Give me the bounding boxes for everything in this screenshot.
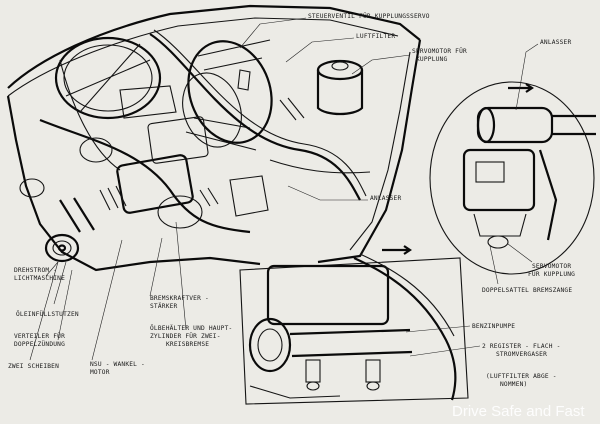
carburetor-detail-drawing	[239, 245, 469, 405]
label-nsu-2: MOTOR	[90, 369, 110, 376]
label-servomotor-r-2: FÜR KUPPLUNG	[528, 269, 575, 278]
label-drehstrom-2: LICHTMASCHINE	[14, 275, 65, 282]
label-zwei-scheiben: ZWEI SCHEIBEN	[8, 363, 59, 370]
label-servomotor-top-2: KUPPLUNG	[416, 56, 447, 63]
label-steuerventil: STEUERVENTIL FÜR KUPPLUNGSSERVO	[308, 11, 430, 20]
leader-lines	[29, 17, 539, 361]
label-anlasser-top: ANLASSER	[540, 39, 571, 46]
label-luftfilter: LUFTFILTER	[356, 33, 395, 40]
label-benzinpumpe: BENZINPUMPE	[472, 323, 515, 330]
label-anlasser-mid: ANLASSER	[370, 195, 401, 202]
label-bremskraft-2: STÄRKER	[150, 301, 178, 310]
label-verteiler-2: DOPPELZÜNDUNG	[14, 339, 65, 348]
main-engine-bay-drawing	[6, 4, 422, 272]
label-servomotor-top-1: SERVOMOTOR FÜR	[412, 46, 467, 55]
label-oelbehaelter-3: KREISBREMSE	[166, 341, 209, 348]
label-luftfilter-abg-1: (LUFTFILTER ABGE -	[486, 373, 557, 380]
starter-detail-drawing	[429, 81, 596, 275]
label-servomotor-r-1: SERVOMOTOR	[532, 263, 571, 270]
label-verteiler-1: VERTEILER FÜR	[14, 331, 65, 340]
label-nsu-1: NSU - WANKEL -	[90, 361, 145, 368]
label-register-1: 2 REGISTER - FLACH -	[482, 343, 561, 350]
label-oelfuell: ÖLEINFÜLLSTUTZEN	[16, 309, 79, 318]
label-drehstrom-1: DREHSTROM -	[14, 267, 57, 274]
label-register-2: STROMVERGASER	[496, 351, 547, 358]
label-oelbehaelter-2: ZYLINDER FÜR ZWEI-	[150, 331, 221, 340]
label-luftfilter-abg-2: NOMMEN)	[500, 381, 527, 388]
label-oelbehaelter-1: ÖLBEHÄLTER UND HAUPT-	[150, 323, 232, 332]
watermark-text: Drive Safe and Fast	[452, 403, 585, 420]
label-doppelsattel: DOPPELSATTEL BREMSZANGE	[482, 287, 572, 294]
annotation-labels: STEUERVENTIL FÜR KUPPLUNGSSERVO LUFTFILT…	[8, 11, 575, 388]
label-bremskraft-1: BREMSKRAFTVER -	[150, 295, 209, 302]
